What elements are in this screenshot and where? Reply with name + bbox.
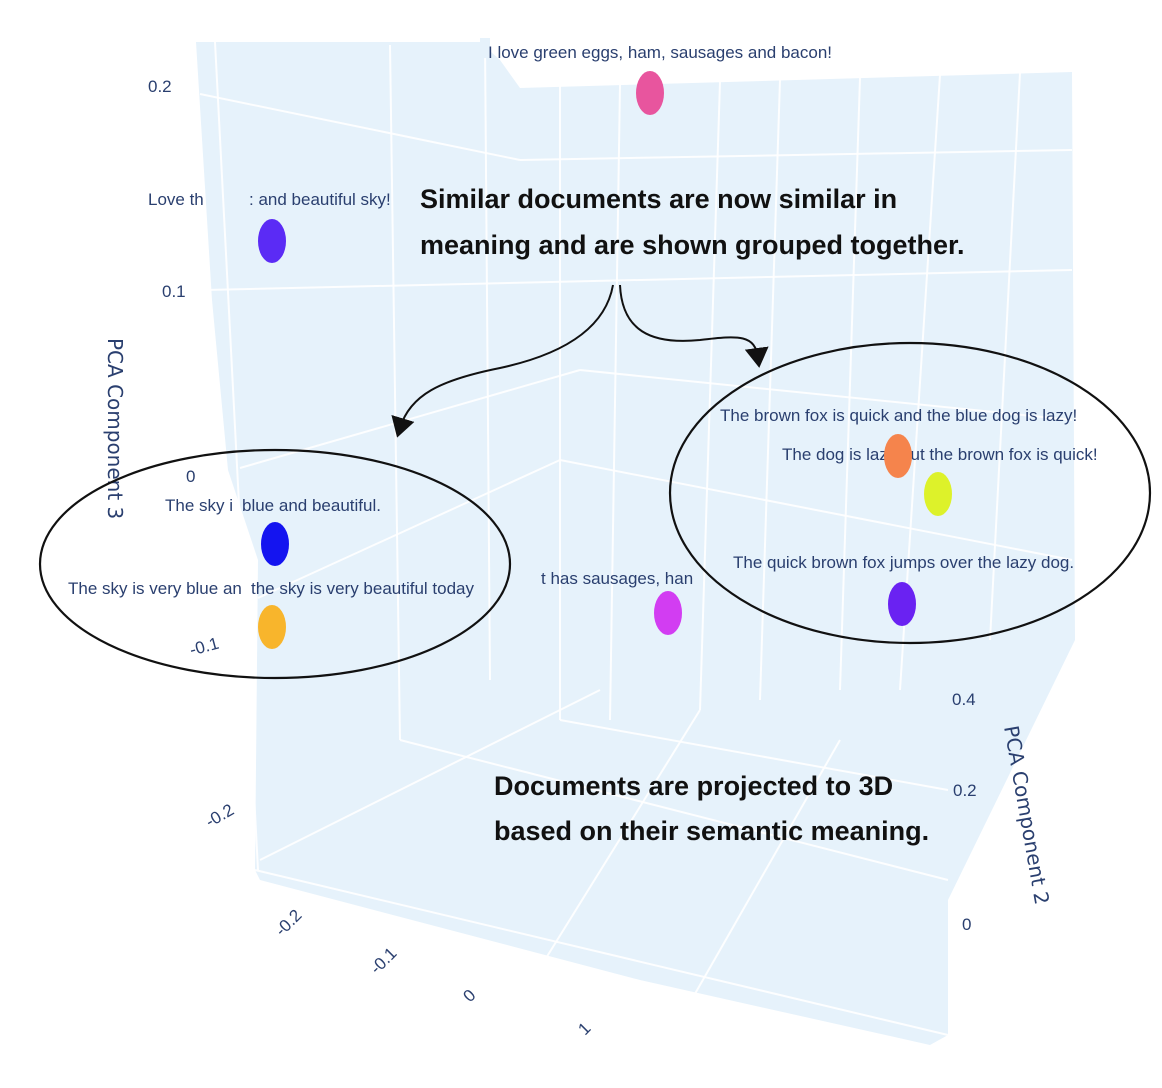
x-tick-label: -0.2 xyxy=(271,906,305,940)
z-tick-label: 0.1 xyxy=(162,282,186,301)
point-label: : and beautiful sky! xyxy=(249,190,391,209)
arrow-to-fox-cluster xyxy=(619,284,769,368)
data-point[interactable] xyxy=(924,472,952,516)
y-tick-label: 0.4 xyxy=(952,690,976,709)
point-label: the sky is very beautiful today xyxy=(251,579,475,598)
annotation-projected-line2: based on their semantic meaning. xyxy=(494,816,929,846)
annotation-similar-line1: Similar documents are now similar in xyxy=(420,184,897,214)
point-label: The quick brown fox jumps over the lazy … xyxy=(733,553,1074,572)
z-tick-label: -0.1 xyxy=(188,634,221,660)
y-tick-label: 0 xyxy=(962,915,971,934)
z-tick-label: 0 xyxy=(186,467,195,486)
z-tick-label: -0.2 xyxy=(202,800,237,831)
cluster-ellipse-fox xyxy=(668,341,1152,645)
data-point[interactable] xyxy=(258,219,286,263)
data-point[interactable] xyxy=(654,591,682,635)
z-axis-title: PCA Component 3 xyxy=(103,338,127,519)
data-point[interactable] xyxy=(636,71,664,115)
arrow-to-sky-cluster xyxy=(391,284,614,438)
point-label: blue and beautiful. xyxy=(242,496,381,515)
point-label: The sky i xyxy=(165,496,233,515)
x-tick-label: 1 xyxy=(574,1019,594,1039)
x-tick-label: 0 xyxy=(459,986,479,1006)
y-axis-title: PCA Component 2 xyxy=(999,724,1054,907)
data-point[interactable] xyxy=(888,582,916,626)
point-label: Love th xyxy=(148,190,204,209)
point-label: The sky is very blue an xyxy=(68,579,242,598)
y-tick-label: 0.2 xyxy=(953,781,977,800)
annotation-projected-line1: Documents are projected to 3D xyxy=(494,771,893,801)
data-point[interactable] xyxy=(884,434,912,478)
label-occlusion xyxy=(480,38,490,58)
data-point[interactable] xyxy=(261,522,289,566)
point-label: t has sausages, han xyxy=(541,569,693,588)
point-labels: I love green eggs, ham, sausages and bac… xyxy=(68,38,1098,598)
gridlines xyxy=(199,41,1073,1036)
floor xyxy=(255,870,948,1045)
point-label: The brown fox is quick and the blue dog … xyxy=(720,406,1077,425)
data-point[interactable] xyxy=(258,605,286,649)
point-label: The dog is lazy but the brown fox is qui… xyxy=(782,445,1098,464)
data-points xyxy=(258,71,952,649)
annotation-similar-line2: meaning and are shown grouped together. xyxy=(420,230,965,260)
z-tick-label: 0.2 xyxy=(148,77,172,96)
cluster-ellipse-sky xyxy=(38,448,512,680)
back-wall xyxy=(196,42,1075,900)
point-label: I love green eggs, ham, sausages and bac… xyxy=(488,43,832,62)
x-tick-label: -0.1 xyxy=(366,944,400,978)
